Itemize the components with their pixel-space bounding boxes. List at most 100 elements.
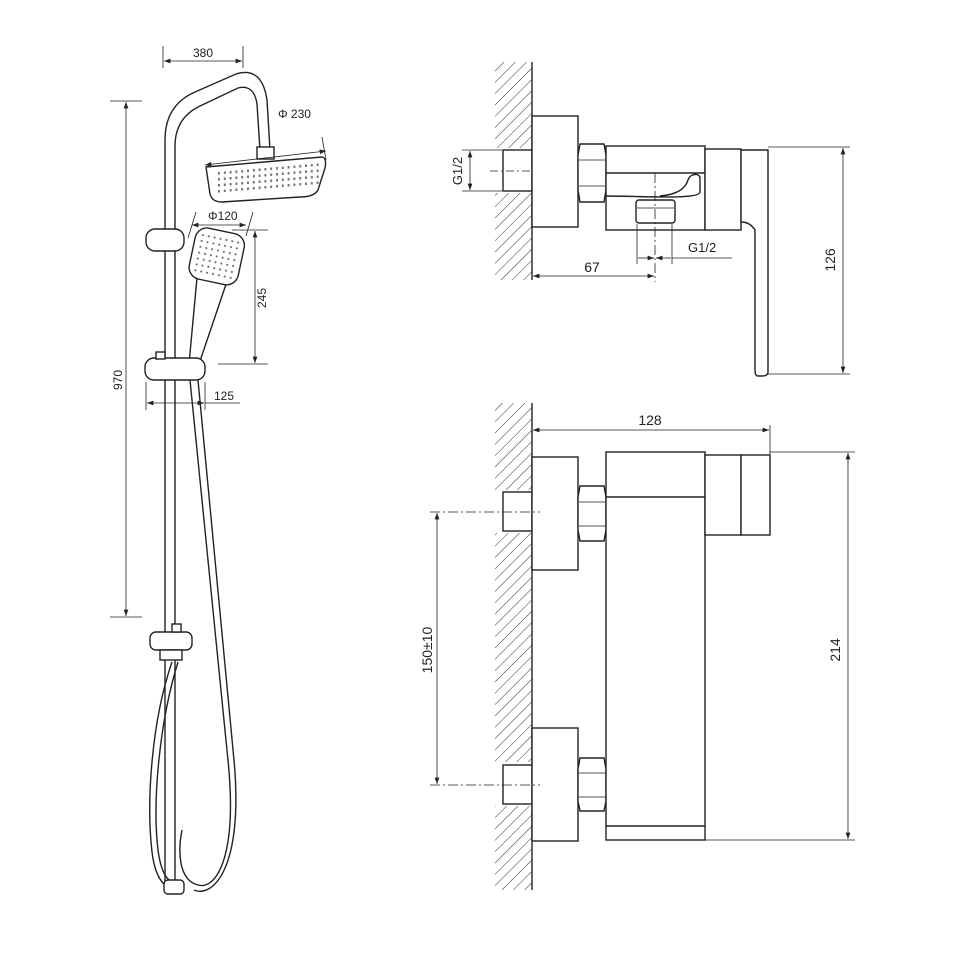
nozzle-dot (241, 182, 244, 185)
nozzle-dot (276, 173, 278, 176)
nozzle-dot (200, 239, 203, 243)
nozzle-dot (236, 241, 240, 244)
nozzle-dot (270, 167, 273, 170)
nozzle-dot (213, 267, 216, 270)
nozzle-dot (195, 263, 198, 266)
nozzle-dot (220, 262, 223, 265)
hand-shower (188, 227, 246, 365)
nozzle-dot (214, 261, 217, 264)
nozzle-dot (310, 182, 313, 185)
lever-handle (740, 149, 769, 377)
nozzle-dot (211, 272, 215, 276)
nozzle-dot (205, 246, 208, 250)
inlet-pipe (502, 149, 533, 192)
nozzle-dot (211, 248, 214, 251)
nozzle-dot (270, 185, 273, 188)
nozzle-dot (252, 187, 255, 190)
wall-flange-upper (531, 456, 579, 571)
dimension-67: 67 (533, 173, 656, 282)
nozzle-dot (247, 181, 249, 184)
handle-base (704, 454, 742, 536)
nozzle-dot (235, 182, 238, 185)
dimension-label-970: 970 (111, 370, 125, 390)
nozzle-dot (305, 170, 307, 173)
nozzle-dot (264, 180, 267, 183)
nozzle-dot (235, 247, 238, 250)
dimension-245: 245 (218, 229, 269, 365)
wall-flange-lower (531, 727, 579, 842)
nozzle-dot (206, 271, 209, 274)
nozzle-dot (207, 235, 210, 238)
wall-hatch (495, 806, 532, 890)
nozzle-dot (215, 255, 218, 258)
inlet-pipe-upper (502, 491, 533, 532)
nozzle-dot (194, 269, 197, 272)
hex-nut (577, 143, 607, 203)
inlet-pipe-lower (502, 764, 533, 805)
nozzle-dot (316, 175, 319, 178)
nozzle-dot (229, 183, 232, 186)
valve-front-view: 128 150±10 214 (419, 403, 855, 890)
dimension-label-67: 67 (584, 259, 600, 275)
nozzle-dot (218, 243, 221, 246)
dimension-label-128: 128 (638, 412, 662, 428)
nozzle-dot (264, 168, 267, 171)
nozzle-dot (199, 245, 202, 248)
shower-set-drawing: 380 Φ 230 Φ120 (110, 46, 327, 895)
nozzle-dot (229, 189, 232, 192)
nozzle-dot (310, 164, 313, 167)
riser-pipe (164, 71, 271, 890)
dimension-label-380: 380 (193, 46, 213, 60)
nozzle-dot (276, 167, 278, 170)
nozzle-dot (230, 270, 233, 273)
dimension-hand-diameter: Φ120 (187, 209, 254, 239)
nozzle-dot (229, 246, 233, 249)
nozzle-dot (225, 238, 228, 242)
nozzle-dot (219, 268, 222, 271)
nozzle-dot (305, 182, 307, 185)
nozzle-dot (270, 179, 273, 182)
nozzle-dot (217, 274, 220, 277)
nozzle-dot (223, 171, 226, 174)
nozzle-dot (247, 187, 249, 190)
nozzle-dot (226, 263, 229, 266)
nozzle-dot (208, 259, 211, 263)
pipe-end-cap (163, 879, 185, 895)
nozzle-dot (203, 252, 207, 255)
wall-bracket (149, 631, 193, 651)
nozzle-dot (207, 265, 210, 268)
outlet-connector (635, 199, 676, 224)
nozzle-dot (316, 163, 319, 166)
nozzle-dot (241, 170, 244, 173)
dimension-380: 380 (162, 46, 244, 68)
dimension-spacing: 150±10 (419, 511, 540, 786)
nozzle-dot (224, 244, 227, 248)
nozzle-dot (310, 170, 313, 173)
nozzle-dot (316, 169, 319, 172)
nozzle-dot (218, 172, 220, 175)
nozzle-dot (276, 185, 278, 188)
nozzle-dot (223, 189, 226, 192)
nozzle-dot (218, 178, 220, 181)
nozzle-dot (229, 177, 232, 180)
nozzle-dot (229, 171, 232, 174)
nozzle-dot (316, 181, 319, 184)
nozzle-dot (235, 188, 238, 191)
valve-side-view: G1/2 67 G1/2 126 (450, 62, 850, 377)
dimension-label-126: 126 (822, 248, 838, 272)
nozzle-dot (198, 251, 201, 254)
nozzle-dot (221, 256, 224, 259)
dimension-label-inlet-thread: G1/2 (450, 157, 465, 185)
hex-nut-upper (577, 485, 607, 542)
dimension-125: 125 (145, 382, 240, 410)
dimension-label-head-diameter: Φ 230 (278, 107, 311, 121)
nozzle-dot (247, 175, 249, 178)
nozzle-dot (305, 176, 307, 179)
dimension-label-245: 245 (255, 288, 269, 308)
nozzle-dot (310, 176, 313, 179)
hand-shower-holder (145, 228, 185, 252)
wall-hatch (495, 533, 532, 762)
wall-hatch (495, 403, 532, 490)
dimension-label-spacing: 150±10 (419, 626, 435, 673)
slider (144, 357, 206, 381)
